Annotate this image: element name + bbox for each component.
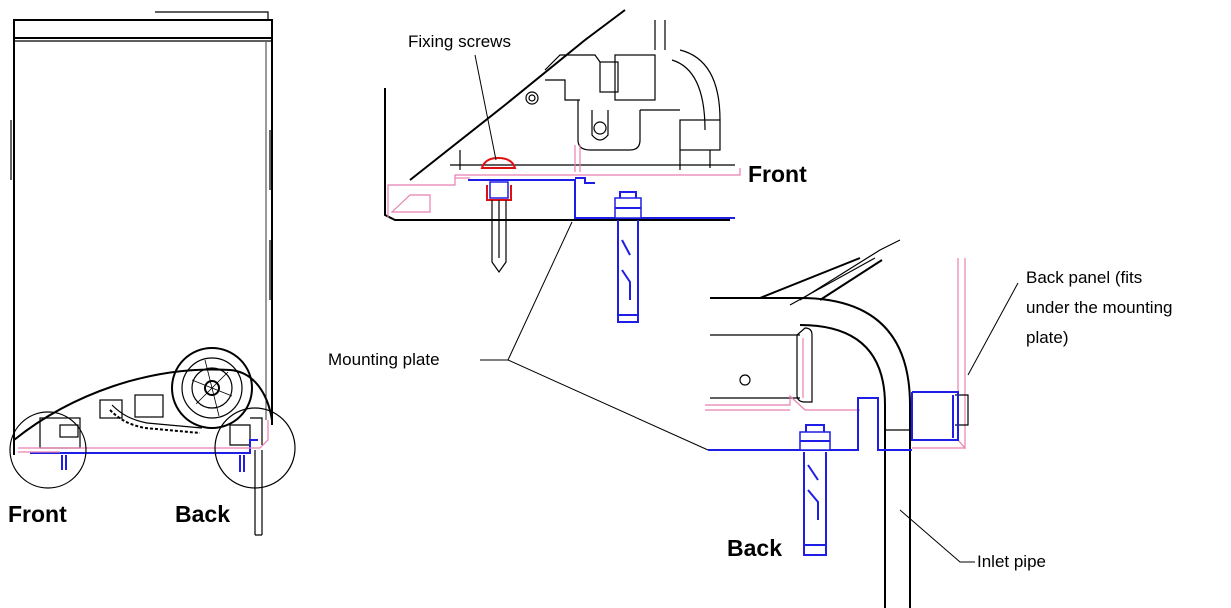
unit-cutaway-edge [13,368,273,441]
unit-side-view: Front Back [8,11,296,536]
back-label-left: Back [175,501,230,527]
back-detail-view: Back panel (fits under the mounting plat… [705,239,1173,608]
fan-wheel-icon [171,347,253,429]
unit-mounting-plate [30,439,258,454]
front-detail-circle [9,411,87,489]
inlet-pipe-label: Inlet pipe [977,552,1046,571]
back-panel-edge [957,258,966,450]
fixing-screw-icon [480,156,517,274]
unit-back-panel-line [18,420,269,449]
inlet-pipe-leader [899,509,975,563]
front-panel-line [387,168,741,218]
back-detail-circle [214,407,296,489]
back-panel-leader [967,282,1019,376]
front-detail-view: Fixing screws Front [384,9,807,323]
anchor-bolt-icon [614,191,642,323]
unit-top-band [13,19,273,39]
back-panel-label-line1: Back panel (fits [1026,268,1142,287]
fixing-screws-label: Fixing screws [408,32,511,51]
fixing-screws-leader [474,54,497,161]
back-panel-label-line3: plate) [1026,328,1069,347]
front-label-left: Front [8,501,67,527]
unit-inlet-pipe [254,450,263,536]
front-detail-cut-edge [409,9,626,181]
back-mounting-plate [708,397,912,451]
back-anchor-bolt-icon [799,424,831,556]
front-label-detail: Front [748,161,807,187]
mounting-plate-callout: Mounting plate [328,221,709,451]
mounting-plate-leader-front [507,221,573,361]
flex-hose [109,409,201,434]
unit-cabinet-outline [13,38,273,455]
front-detail-frame [384,88,730,221]
valve-assembly-icon [525,20,721,151]
back-panel-label-line2: under the mounting [1026,298,1173,317]
unit-top-cap [155,11,269,20]
back-label-detail: Back [727,535,782,561]
elbow-outer [710,297,911,460]
inlet-pipe-left-wall [799,324,886,608]
mounting-plate-label: Mounting plate [328,350,440,369]
front-mounting-plate [468,179,735,219]
mounting-plate-leader-back [507,359,709,451]
